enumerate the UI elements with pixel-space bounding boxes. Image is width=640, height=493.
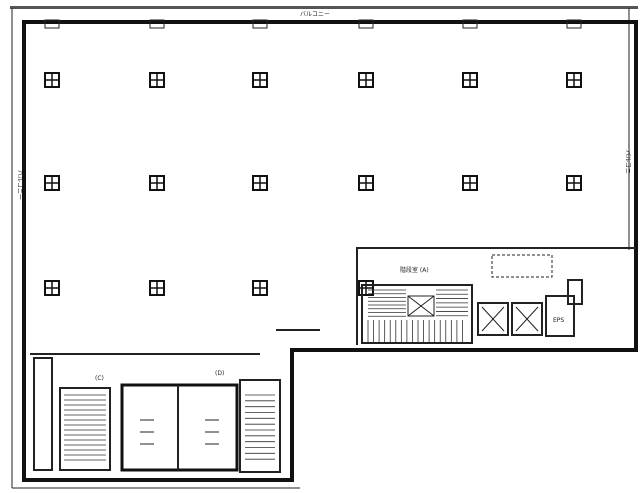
column: [252, 175, 268, 191]
elevator-1: [477, 302, 509, 336]
core-partition: [356, 247, 636, 345]
stair-a-core: 階段室 (A): [361, 266, 473, 344]
column: [252, 280, 268, 296]
balcony-right-label: バルコニー: [624, 150, 631, 180]
column: [149, 72, 165, 88]
balcony-top-label: バルコニー: [300, 11, 330, 18]
columns: [44, 72, 582, 296]
elevator-hall: EPS: [477, 254, 583, 337]
eps-label: EPS: [553, 317, 564, 324]
column: [566, 72, 582, 88]
column: [44, 175, 60, 191]
stair-a-label: 階段室 (A): [400, 266, 429, 274]
stair-c-label: (C): [95, 375, 104, 382]
column: [462, 175, 478, 191]
column: [358, 175, 374, 191]
column: [44, 280, 60, 296]
balcony-outline: [10, 6, 638, 489]
stair-d-label: (D): [215, 370, 224, 377]
elevator-2: [511, 302, 543, 336]
lower-core-partition: [30, 329, 320, 355]
column: [149, 175, 165, 191]
mullion: [44, 19, 60, 29]
column: [358, 72, 374, 88]
mullion: [149, 19, 165, 29]
column: [462, 72, 478, 88]
column: [566, 175, 582, 191]
column: [252, 72, 268, 88]
mullion: [358, 19, 374, 29]
window-mullions: [44, 19, 582, 29]
mullion: [252, 19, 268, 29]
restroom-core: (D): [120, 370, 239, 472]
mullion: [462, 19, 478, 29]
column: [44, 72, 60, 88]
balcony-left-label: バルコニー: [16, 170, 23, 200]
column: [149, 280, 165, 296]
mullion: [566, 19, 582, 29]
stair-c-core: (C): [33, 357, 111, 471]
exterior-wall: [22, 20, 638, 482]
stair-d-core: [239, 379, 281, 473]
